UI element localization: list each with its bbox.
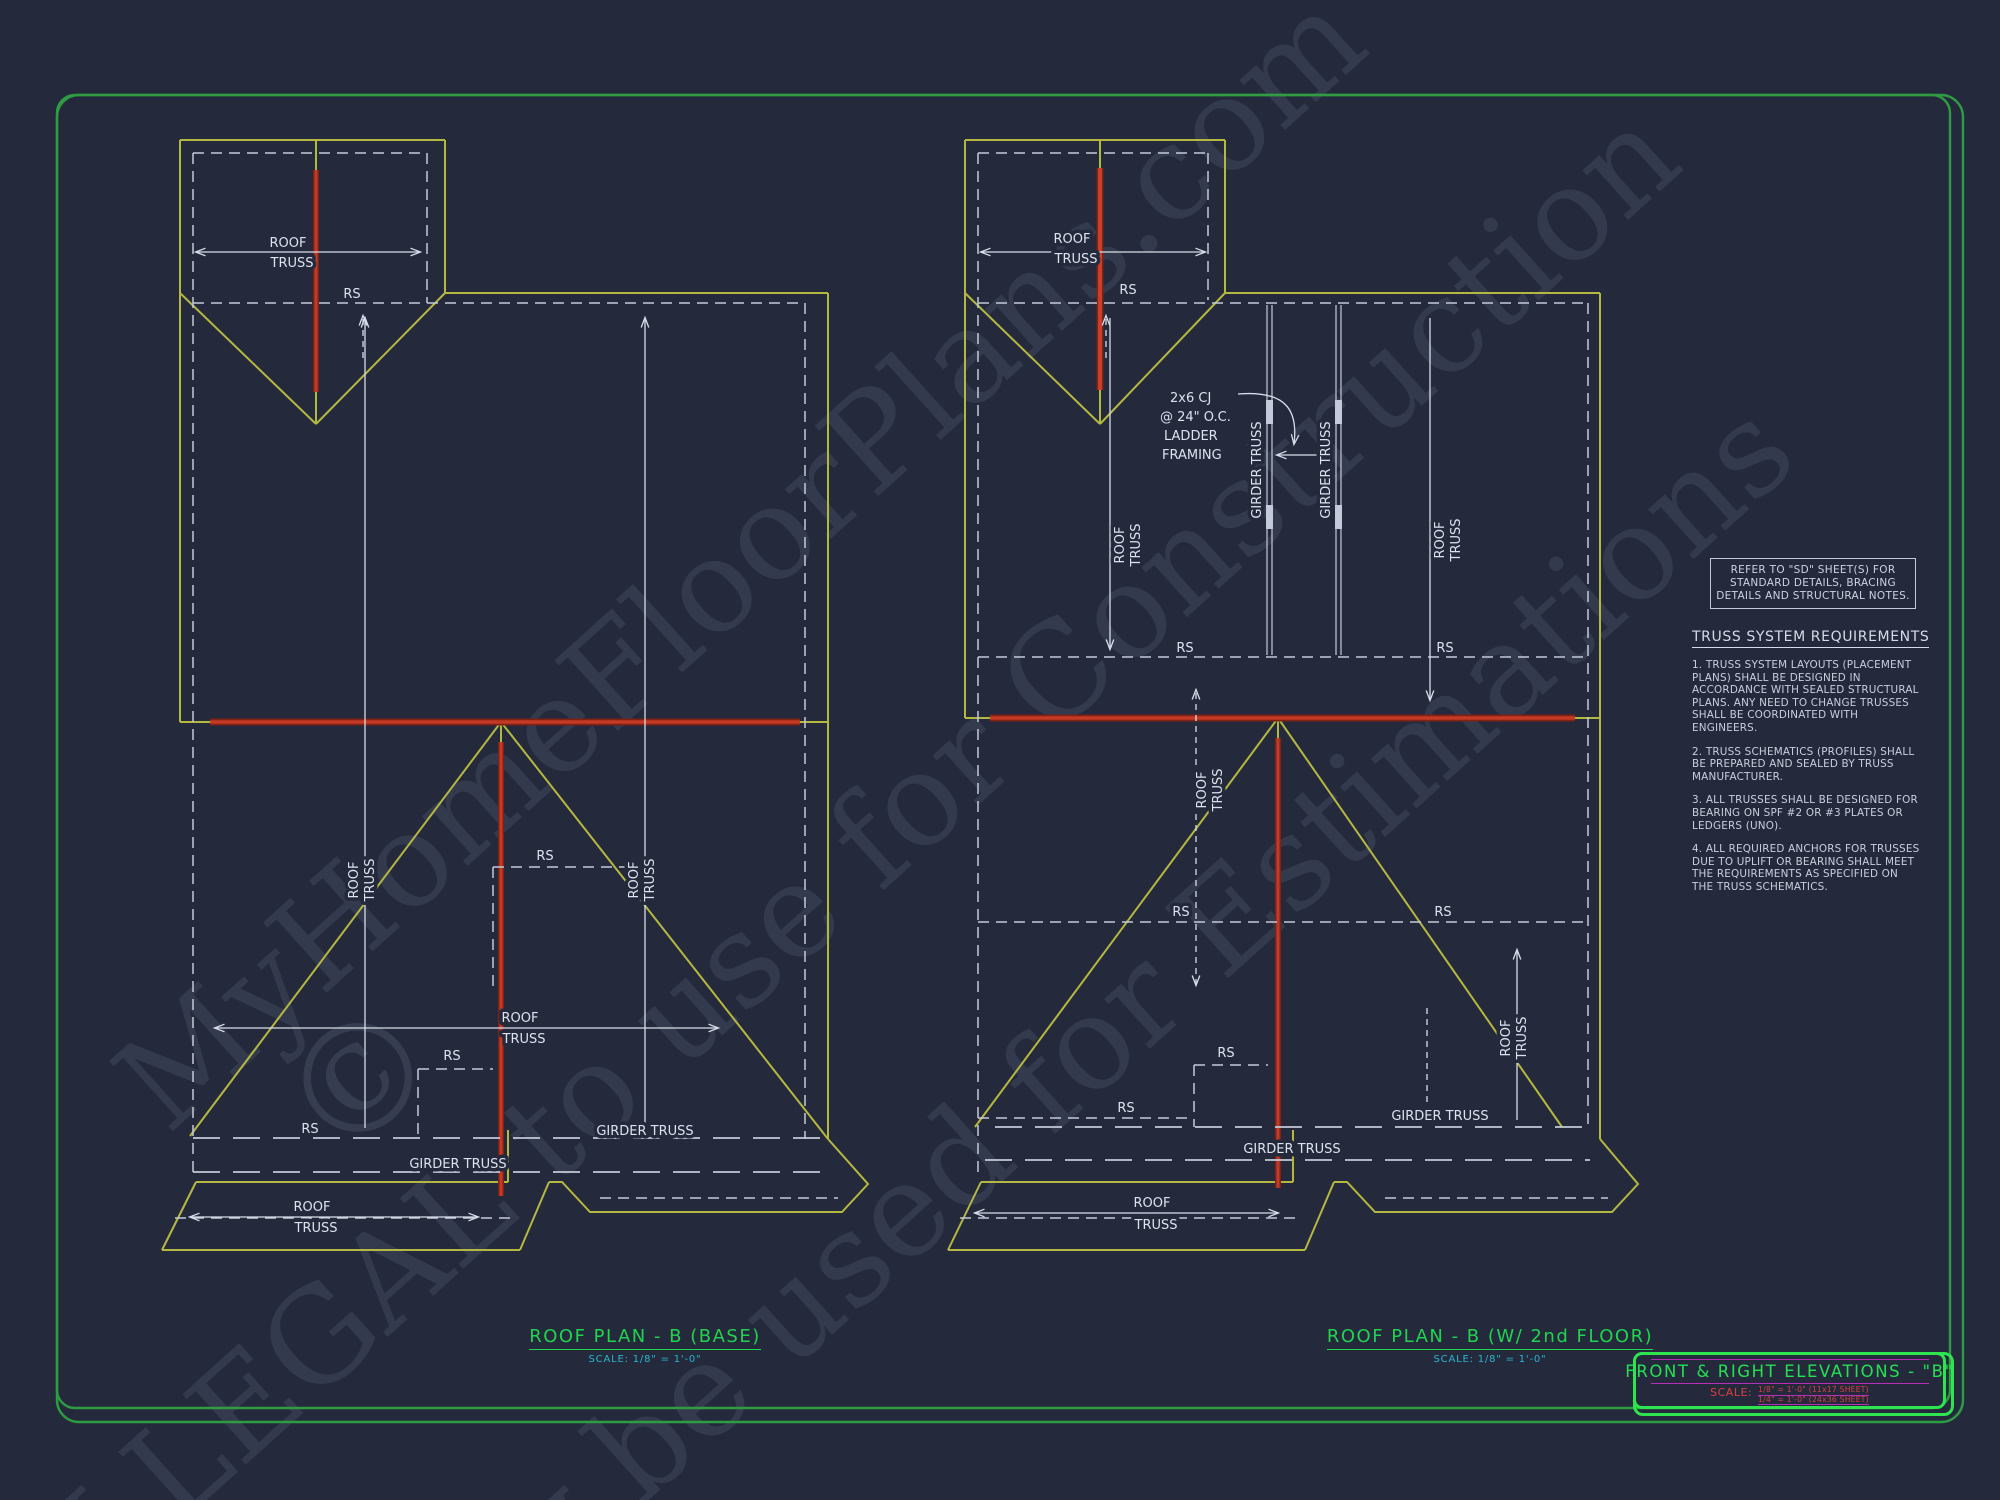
roof-truss-label-rotated: ROOF <box>1499 1020 1514 1057</box>
roof-truss-label: TRUSS <box>1054 252 1098 267</box>
roof-truss-label-rotated: TRUSS <box>1211 769 1226 813</box>
sheet-scale-line-1: 1/8" = 1'-0" (11x17 SHEET) <box>1758 1385 1869 1396</box>
sheet-border <box>55 93 1965 1424</box>
rs-label: RS <box>443 1049 460 1064</box>
roof-truss-label: ROOF <box>294 1200 331 1215</box>
truss-note-4: 4. ALL REQUIRED ANCHORS FOR TRUSSES DUE … <box>1692 843 1920 893</box>
rs-label: RS <box>301 1122 318 1137</box>
roof-truss-label-rotated: TRUSS <box>363 859 378 903</box>
roof-truss-label: TRUSS <box>502 1032 546 1047</box>
right-plan-title-group: ROOF PLAN - B (W/ 2nd FLOOR) SCALE: 1/8"… <box>1320 1326 1660 1365</box>
right-plan-scale: SCALE: 1/8" = 1'-0" <box>1433 1354 1547 1365</box>
title-block-rule-bottom <box>1650 1383 1929 1384</box>
truss-note-3: 3. ALL TRUSSES SHALL BE DESIGNED FOR BEA… <box>1692 794 1918 832</box>
rs-label: RS <box>343 287 360 302</box>
roof-truss-label-rotated: TRUSS <box>1515 1017 1530 1061</box>
girder-truss-label-rotated: GIRDER TRUSS <box>1250 421 1265 518</box>
rs-label: RS <box>1117 1101 1134 1116</box>
callout-line: @ 24" O.C. <box>1160 410 1231 425</box>
rs-label: RS <box>1436 641 1453 656</box>
refer-line: REFER TO "SD" SHEET(S) FOR <box>1730 564 1896 576</box>
roof-truss-label-rotated: TRUSS <box>1449 519 1464 563</box>
roof-truss-label-rotated: ROOF <box>1195 772 1210 809</box>
sheet-scale-line-2: 1/4" = 1'-0" (24x36 SHEET) <box>1758 1394 1869 1405</box>
girder-truss-label: GIRDER TRUSS <box>409 1157 506 1172</box>
sheet-scale-label: SCALE: <box>1710 1386 1753 1399</box>
title-block: FRONT & RIGHT ELEVATIONS - "B" SCALE: 1/… <box>1625 1352 1952 1409</box>
roof-truss-label-rotated: TRUSS <box>643 859 658 903</box>
rs-label: RS <box>1172 905 1189 920</box>
callout-line: FRAMING <box>1162 448 1222 463</box>
left-plan-title: ROOF PLAN - B (BASE) <box>529 1326 761 1350</box>
roof-truss-label: TRUSS <box>270 256 314 271</box>
girder-truss-label: GIRDER TRUSS <box>1243 1142 1340 1157</box>
refer-to-sd-box: REFER TO "SD" SHEET(S) FOR STANDARD DETA… <box>1710 558 1916 609</box>
notes-column: REFER TO "SD" SHEET(S) FOR STANDARD DETA… <box>1692 558 1930 894</box>
roof-truss-label: TRUSS <box>294 1221 338 1236</box>
right-roof-plan: ROOF TRUSS RS ROOF TRUSS ROOF TRUSS GIRD… <box>947 139 1640 1251</box>
callout-line: LADDER <box>1164 429 1218 444</box>
refer-line: STANDARD DETAILS, BRACING <box>1730 577 1896 589</box>
roof-truss-label: ROOF <box>1134 1196 1171 1211</box>
roof-truss-label: ROOF <box>270 236 307 251</box>
roof-truss-label: ROOF <box>502 1011 539 1026</box>
roof-truss-label-rotated: TRUSS <box>1129 524 1144 568</box>
girder-truss-label-rotated: GIRDER TRUSS <box>1319 421 1334 518</box>
right-plan-title: ROOF PLAN - B (W/ 2nd FLOOR) <box>1326 1326 1654 1350</box>
rs-label: RS <box>1217 1046 1234 1061</box>
left-plan-title-group: ROOF PLAN - B (BASE) SCALE: 1/8" = 1'-0" <box>475 1326 815 1365</box>
callout-line: 2x6 CJ <box>1170 391 1211 406</box>
girder-truss-label: GIRDER TRUSS <box>1391 1109 1488 1124</box>
roof-truss-label-rotated: ROOF <box>347 862 362 899</box>
truss-requirements-heading: TRUSS SYSTEM REQUIREMENTS <box>1692 629 1930 648</box>
rs-label: RS <box>1176 641 1193 656</box>
roof-truss-label-rotated: ROOF <box>1113 527 1128 564</box>
rs-label: RS <box>1434 905 1451 920</box>
roof-truss-label: TRUSS <box>1134 1218 1178 1233</box>
left-roof-plan: ROOF TRUSS RS ROOF TRUSS ROOF TRUSS RS R… <box>161 139 870 1251</box>
title-block-rule-top <box>1650 1359 1929 1360</box>
ladder-framing-callout: 2x6 CJ @ 24" O.C. LADDER FRAMING <box>1157 388 1235 467</box>
roof-truss-label-rotated: ROOF <box>627 862 642 899</box>
girder-truss-label: GIRDER TRUSS <box>596 1124 693 1139</box>
roof-truss-label-rotated: ROOF <box>1433 522 1448 559</box>
rs-label: RS <box>536 849 553 864</box>
rs-label: RS <box>1119 283 1136 298</box>
truss-note-1: 1. TRUSS SYSTEM LAYOUTS (PLACEMENT PLANS… <box>1692 659 1919 734</box>
sheet-title: FRONT & RIGHT ELEVATIONS - "B" <box>1625 1362 1954 1381</box>
refer-line: DETAILS AND STRUCTURAL NOTES. <box>1716 590 1910 602</box>
roof-truss-label: ROOF <box>1054 232 1091 247</box>
truss-note-2: 2. TRUSS SCHEMATICS (PROFILES) SHALL BE … <box>1692 745 1915 783</box>
left-plan-scale: SCALE: 1/8" = 1'-0" <box>588 1354 702 1365</box>
